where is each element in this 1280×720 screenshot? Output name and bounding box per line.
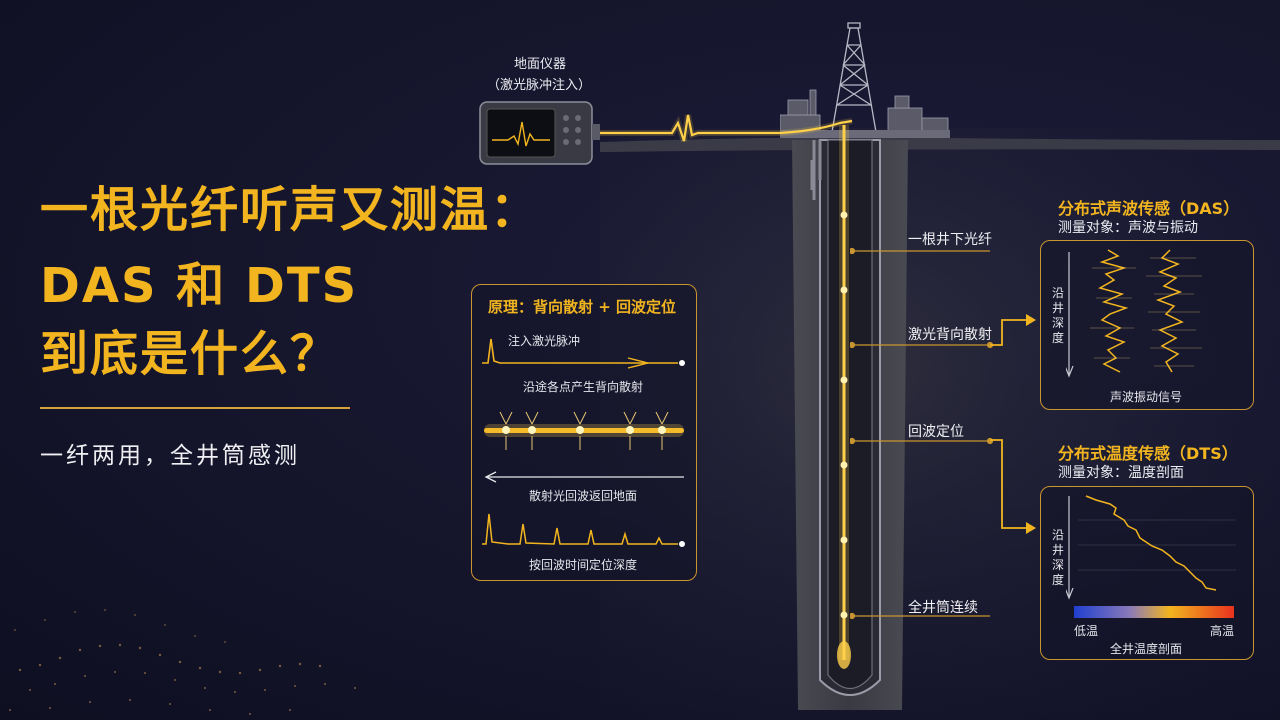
principle-step-4: 按回波时间定位深度 bbox=[528, 558, 637, 572]
das-measure: 测量对象：声波与振动 bbox=[1058, 220, 1198, 236]
principle-step-2: 沿途各点产生背向散射 bbox=[522, 380, 643, 394]
instrument-label: 地面仪器 bbox=[513, 57, 566, 72]
dts-low-label: 低温 bbox=[1074, 624, 1099, 638]
principle-step-3: 散射光回波返回地面 bbox=[528, 489, 637, 503]
callout-lines bbox=[850, 247, 994, 620]
dts-axis-label: 沿井深度 bbox=[1052, 528, 1065, 587]
principle-title: 原理：背向散射 + 回波定位 bbox=[488, 298, 677, 316]
instrument-sublabel: （激光脉冲注入） bbox=[486, 78, 591, 93]
das-panel bbox=[1040, 240, 1254, 410]
dts-high-label: 高温 bbox=[1210, 624, 1235, 638]
principle-return-arrow bbox=[484, 471, 684, 483]
callout-fiber: 一根井下光纤 bbox=[908, 232, 992, 248]
title-divider bbox=[40, 407, 350, 409]
branch-arrows bbox=[990, 314, 1036, 534]
callout-echo: 回波定位 bbox=[908, 424, 964, 440]
das-caption: 声波振动信号 bbox=[1109, 390, 1182, 404]
das-title: 分布式声波传感（DAS） bbox=[1058, 199, 1240, 218]
surface-instrument bbox=[479, 101, 600, 165]
title-line-1: 一根光纤听声又测温： bbox=[40, 182, 541, 238]
dts-measure: 测量对象：温度剖面 bbox=[1058, 465, 1184, 481]
particle-wave-decoration bbox=[9, 609, 356, 715]
oil-rig-icon bbox=[780, 22, 950, 138]
principle-pulse-graph bbox=[482, 338, 685, 369]
ground-formation bbox=[600, 128, 1280, 720]
callout-continuous: 全井筒连续 bbox=[908, 600, 978, 616]
dts-title: 分布式温度传感（DTS） bbox=[1058, 444, 1238, 463]
title-line-2: DAS 和 DTS bbox=[40, 258, 359, 314]
principle-echo-graph bbox=[482, 513, 685, 547]
principle-step-1: 注入激光脉冲 bbox=[508, 334, 581, 348]
principle-scatter-graph bbox=[484, 411, 684, 450]
dts-caption: 全井温度剖面 bbox=[1109, 642, 1182, 656]
callout-backscatter: 激光背向散射 bbox=[908, 327, 992, 343]
das-signal-graph bbox=[1066, 249, 1202, 378]
das-axis-label: 沿井深度 bbox=[1052, 286, 1065, 345]
dts-panel bbox=[1040, 486, 1254, 660]
temperature-color-bar bbox=[1074, 606, 1234, 618]
dts-profile-graph bbox=[1066, 495, 1236, 600]
wellbore bbox=[792, 125, 908, 710]
subtitle: 一纤两用，全井筒感测 bbox=[40, 443, 300, 469]
surface-fiber bbox=[600, 114, 853, 142]
title-line-3: 到底是什么？ bbox=[40, 326, 341, 382]
